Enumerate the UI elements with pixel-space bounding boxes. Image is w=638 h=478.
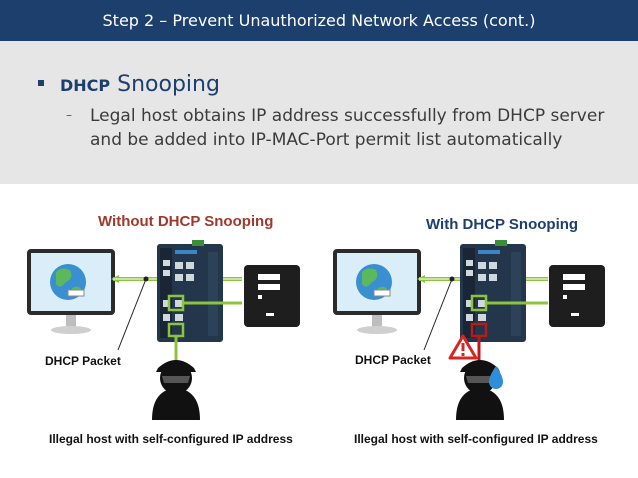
section-title-rest: Snooping — [110, 72, 220, 97]
bullet-band — [0, 41, 638, 184]
section-title: DHCP Snooping — [60, 72, 220, 97]
left-dhcp-packet-label: DHCP Packet — [45, 354, 121, 368]
bullet-marker — [38, 80, 44, 86]
right-packet-pointer — [423, 278, 453, 351]
left-hacker-icon — [152, 360, 200, 420]
right-server-icon — [549, 265, 605, 327]
section-title-strong: DHCP — [60, 76, 111, 95]
left-globe-icon — [50, 264, 86, 300]
left-illegal-host-caption: Illegal host with self-configured IP add… — [49, 432, 293, 446]
right-switch-icon — [460, 240, 526, 342]
right-dhcp-packet-label: DHCP Packet — [355, 353, 431, 367]
section-description: Legal host obtains IP address successful… — [90, 106, 605, 150]
left-panel-title: Without DHCP Snooping — [98, 213, 274, 230]
left-packet-pointer — [117, 278, 147, 351]
page-title: Step 2 – Prevent Unauthorized Network Ac… — [102, 11, 536, 30]
sub-bullet-dash: – — [66, 108, 72, 122]
left-switch-icon — [157, 240, 223, 342]
right-illegal-host-caption: Illegal host with self-configured IP add… — [354, 432, 598, 446]
blocked-drop-icon — [489, 366, 503, 389]
right-hacker-icon — [456, 360, 504, 420]
right-panel-title: With DHCP Snooping — [426, 216, 579, 233]
page-header: Step 2 – Prevent Unauthorized Network Ac… — [0, 0, 638, 41]
left-server-icon — [244, 265, 300, 327]
right-globe-icon — [356, 264, 392, 300]
warning-icon — [448, 334, 478, 360]
